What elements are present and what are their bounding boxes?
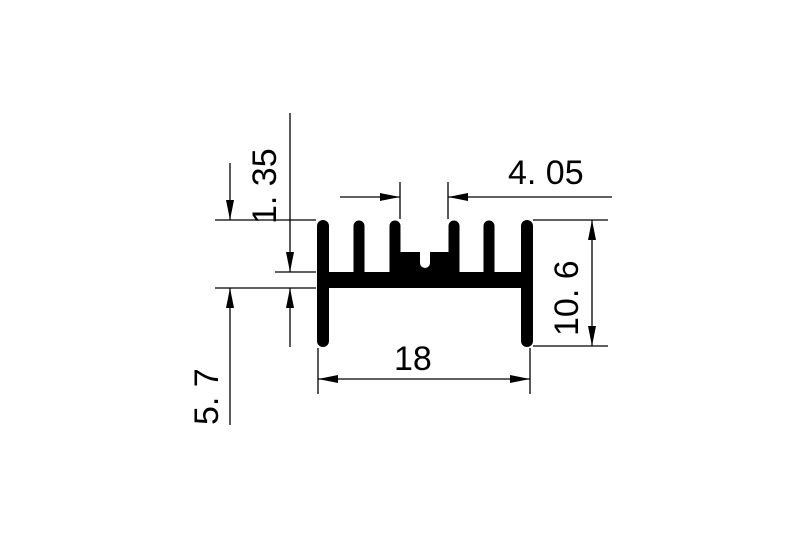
heatsink-base bbox=[323, 272, 527, 288]
center-block bbox=[395, 252, 454, 273]
dimension-label-10-6: 10. 6 bbox=[548, 260, 586, 336]
dimension-label-18: 18 bbox=[394, 340, 432, 378]
dimension-label-1-35: 1. 35 bbox=[246, 148, 284, 224]
dimension-label-5-7: 5. 7 bbox=[188, 368, 226, 425]
dimension-lines bbox=[215, 113, 612, 425]
dimension-label-4-05: 4. 05 bbox=[508, 154, 584, 192]
